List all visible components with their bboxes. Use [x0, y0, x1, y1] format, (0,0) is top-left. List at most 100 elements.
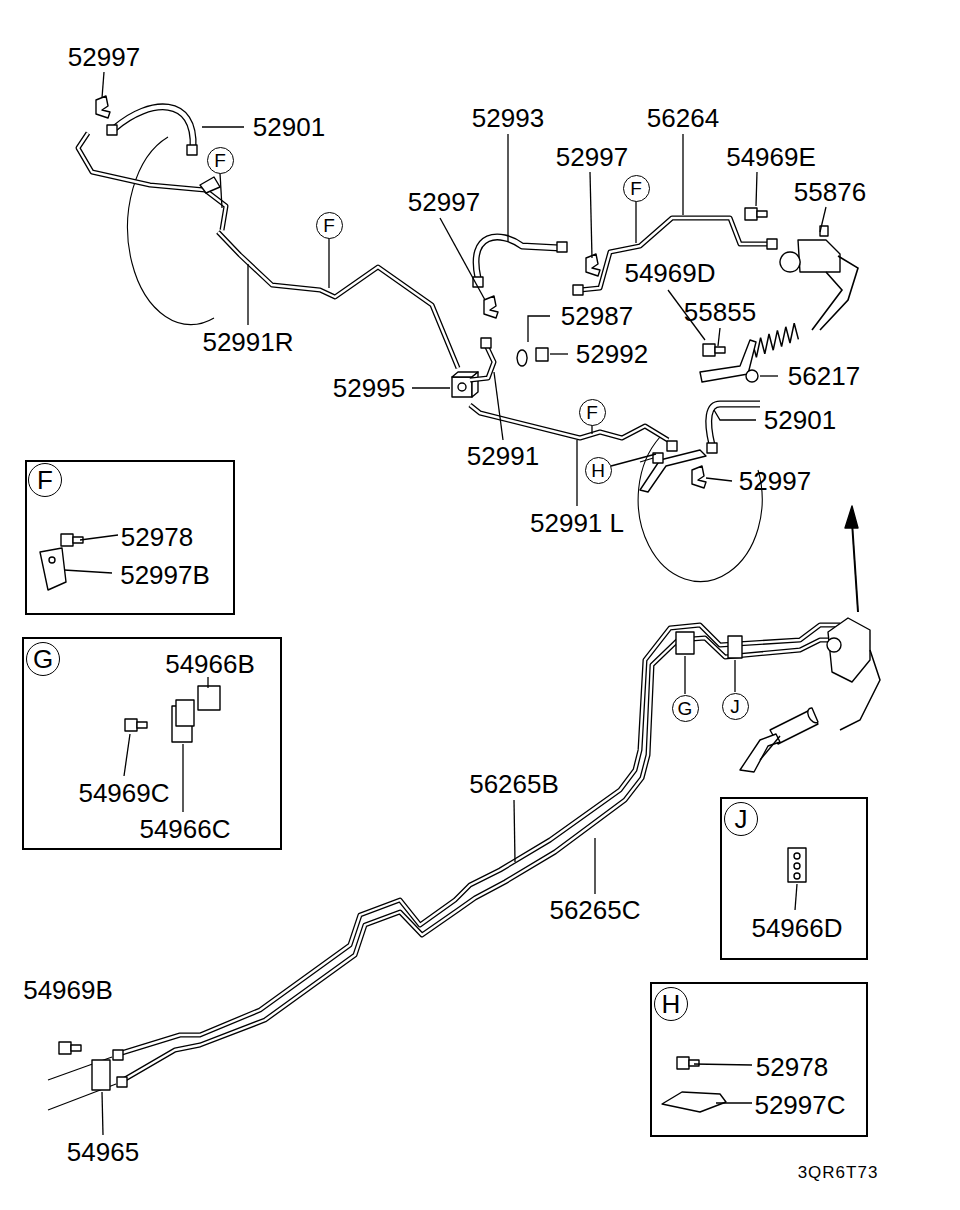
clip-g	[676, 632, 694, 654]
fitting-nut	[557, 242, 567, 252]
part-number: 56265B	[469, 771, 559, 797]
valve-body	[828, 618, 870, 682]
valve-body	[798, 240, 840, 272]
pipe-outline	[120, 638, 845, 1082]
part-shape	[794, 873, 800, 879]
leader-line	[706, 478, 732, 481]
part-number: 52997	[739, 468, 811, 494]
pipe-outline	[115, 107, 193, 148]
bolt-shank	[757, 211, 767, 217]
bolt-shank	[71, 1045, 81, 1051]
part-number: 52995	[333, 375, 405, 401]
part-number: 54969E	[726, 144, 816, 170]
junction-block	[452, 377, 472, 397]
part-number: 54969B	[23, 977, 113, 1003]
pipe-outline	[580, 218, 772, 290]
clip-54965	[92, 1060, 110, 1090]
pipe-fill	[115, 107, 193, 148]
detail-inset-box: 54966D J	[720, 797, 868, 960]
leader-line	[80, 535, 118, 540]
leader-line	[714, 410, 756, 420]
leader-line	[576, 440, 577, 506]
pipe-outline	[709, 404, 760, 445]
part-number: 52978	[121, 524, 193, 550]
clip	[484, 296, 498, 318]
part-number: 52992	[576, 341, 648, 367]
bolt-shank	[137, 722, 147, 728]
callout-circle: F	[28, 463, 62, 497]
part-number: 52978	[756, 1054, 828, 1080]
part-number: 56265C	[549, 897, 640, 923]
leader-line	[64, 570, 112, 573]
leader-line	[716, 1102, 752, 1103]
part-number: 52997	[556, 144, 628, 170]
detail-inset-box: 5297852997BF	[25, 460, 235, 615]
leader-line	[507, 134, 508, 242]
fitting-nut	[187, 145, 197, 155]
detail-inset-box: 5297852997CH	[650, 982, 868, 1137]
part-number: 54969C	[78, 780, 169, 806]
leader-line	[812, 272, 842, 330]
fitting-nut	[667, 441, 677, 451]
bolt-head	[125, 719, 137, 731]
part-shape	[458, 383, 466, 391]
leader-line	[412, 387, 450, 388]
part-shape	[794, 853, 800, 859]
clip	[96, 96, 110, 118]
callout-letter: H	[662, 991, 681, 1017]
leader-line	[840, 650, 880, 730]
clip	[586, 254, 600, 276]
leader-line	[328, 238, 329, 288]
leader-line	[760, 375, 778, 376]
leader-line	[682, 134, 683, 215]
bracket-plate	[662, 1092, 726, 1112]
clip	[176, 700, 194, 726]
leader-line	[760, 736, 780, 760]
callout-circle: H	[654, 987, 688, 1021]
part-number: 56217	[788, 363, 860, 389]
part-number: 52997	[68, 44, 140, 70]
callout-circle: J	[724, 802, 758, 836]
pipe-fill	[78, 133, 226, 230]
leader-line	[684, 656, 685, 694]
callout-letter: F	[37, 467, 53, 493]
callout-letter: F	[630, 179, 642, 198]
fitting-nut	[117, 1077, 127, 1087]
cylinder	[808, 708, 818, 723]
leader-line	[207, 677, 208, 688]
part-number: 52991R	[202, 329, 293, 355]
leader-line	[102, 72, 104, 98]
brake-drum-outline	[638, 437, 762, 581]
callout-letter: G	[678, 699, 693, 718]
part-number: 52997	[408, 189, 480, 215]
leader-line	[590, 172, 592, 258]
fitting-nut	[113, 1050, 123, 1060]
detail-inset-box: 54966B54969C54966CG	[22, 637, 282, 850]
callout-letter: H	[591, 461, 605, 480]
drawing-code: 3QR6T73	[798, 1164, 879, 1181]
callout-circle: J	[722, 693, 749, 720]
leader-line	[102, 1092, 103, 1135]
leader-line	[594, 838, 595, 894]
part-shape	[827, 638, 841, 652]
part-number: 54966D	[751, 915, 842, 941]
bracket	[200, 177, 220, 193]
bolt-shank	[715, 347, 725, 353]
bracket	[740, 734, 780, 772]
part-number: 52993	[472, 105, 544, 131]
callout-letter: F	[586, 403, 598, 422]
leader-line	[635, 201, 636, 243]
bracket	[640, 450, 706, 492]
leader-line	[756, 172, 757, 206]
part-number: 54969D	[624, 260, 715, 286]
part-number: 52991 L	[530, 510, 624, 536]
part-shape	[794, 863, 800, 869]
bracket-plate	[40, 548, 66, 590]
leader-line	[734, 660, 735, 692]
callout-circle: F	[579, 399, 606, 426]
pipe-fill	[476, 237, 560, 278]
leader-line	[494, 372, 503, 440]
callout-circle: G	[26, 642, 60, 676]
leader-line	[220, 173, 222, 208]
callout-letter: G	[33, 646, 53, 672]
